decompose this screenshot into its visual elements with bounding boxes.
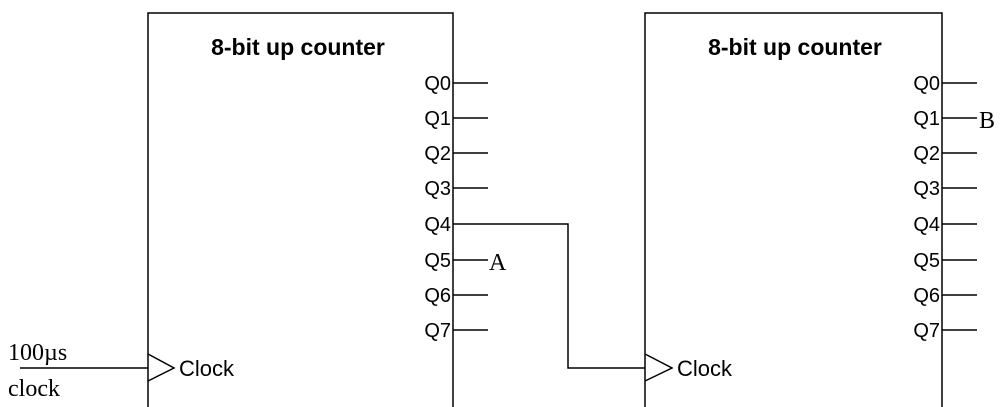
counter-2-pin-q6: Q6 — [913, 285, 940, 307]
input-clock-period: 100µs — [8, 340, 67, 366]
counter-2-output-stubs — [942, 82, 977, 331]
counter-2-pin-q4: Q4 — [913, 214, 940, 236]
counter-1-outputs: Q0 Q1 Q2 Q3 Q4 Q5 Q6 Q7 — [424, 73, 451, 342]
counter-1: 8-bit up counter Q0 Q1 Q2 Q3 Q4 Q5 Q6 Q7… — [147, 12, 488, 407]
cascade-wire — [453, 223, 645, 369]
counter-2-clock-label: Clock — [677, 356, 733, 381]
counter-1-pin-q5: Q5 — [424, 250, 451, 272]
counter-1-pin-q4: Q4 — [424, 214, 451, 236]
input-clock: 100µs clock — [8, 340, 148, 402]
counter-2: 8-bit up counter Q0 Q1 Q2 Q3 Q4 Q5 Q6 Q7… — [644, 12, 977, 407]
counter-1-pin-q1: Q1 — [424, 108, 451, 130]
counter-2-pin-q2: Q2 — [913, 143, 940, 165]
probe-b-label: B — [979, 108, 995, 134]
counter-1-body — [147, 12, 454, 407]
counter-2-pin-q0: Q0 — [913, 73, 940, 95]
input-clock-text: clock — [8, 376, 60, 402]
counter-1-pin-q0: Q0 — [424, 73, 451, 95]
counter-1-pin-q7: Q7 — [424, 320, 451, 342]
counter-2-clock-triangle — [644, 353, 674, 382]
counter-1-pin-q6: Q6 — [424, 285, 451, 307]
counter-2-pin-q7: Q7 — [913, 320, 940, 342]
counter-2-pin-q3: Q3 — [913, 178, 940, 200]
counter-1-pin-q3: Q3 — [424, 178, 451, 200]
counter-1-clock-label: Clock — [179, 356, 235, 381]
counter-1-output-stubs — [453, 82, 488, 331]
counter-2-body — [644, 12, 943, 407]
counter-2-outputs: Q0 Q1 Q2 Q3 Q4 Q5 Q6 Q7 — [913, 73, 940, 342]
probe-a-label: A — [489, 250, 507, 276]
counter-2-pin-q5: Q5 — [913, 250, 940, 272]
counter-1-clock-triangle — [147, 353, 176, 382]
counter-1-title: 8-bit up counter — [211, 34, 385, 60]
counter-2-title: 8-bit up counter — [708, 34, 882, 60]
counter-1-pin-q2: Q2 — [424, 143, 451, 165]
counter-2-pin-q1: Q1 — [913, 108, 940, 130]
